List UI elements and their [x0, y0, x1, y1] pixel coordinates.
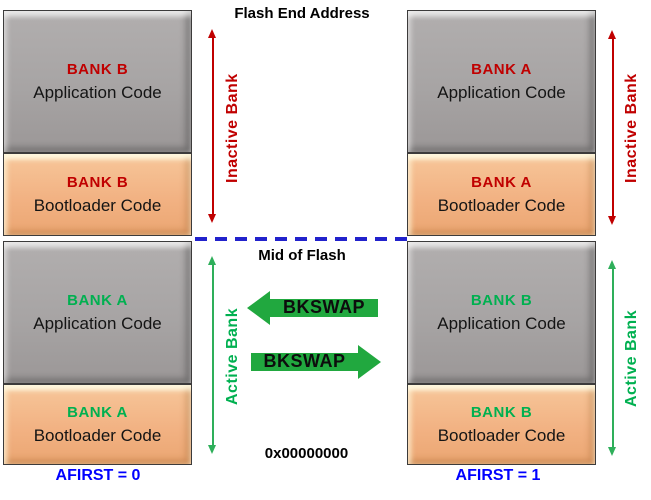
right-inactive-application-box: BANK A Application Code [407, 10, 596, 153]
bank-name-label: BANK B [66, 173, 129, 191]
bank-name-label: BANK A [67, 291, 128, 309]
bank-name-label: BANK B [470, 403, 533, 421]
bank-code-label: Bootloader Code [33, 425, 162, 445]
mid-of-flash-dashed-line [195, 237, 412, 241]
right-inactive-bootloader-box: BANK A Bootloader Code [407, 153, 596, 236]
left-active-bootloader-box: BANK A Bootloader Code [3, 384, 192, 465]
afirst-1-label: AFIRST = 1 [455, 467, 541, 484]
bank-code-label: Application Code [437, 313, 566, 333]
bank-name-label: BANK A [471, 173, 532, 191]
bank-name-label: BANK B [470, 291, 533, 309]
base-address-label: 0x00000000 [264, 445, 349, 462]
bank-code-label: Bootloader Code [33, 195, 162, 215]
left-active-range-arrow [208, 256, 217, 454]
bank-code-label: Application Code [33, 313, 162, 333]
left-inactive-bootloader-box: BANK B Bootloader Code [3, 153, 192, 236]
left-inactive-bank-label: Inactive Bank [224, 73, 241, 183]
right-active-application-box: BANK B Application Code [407, 241, 596, 384]
left-inactive-range-arrow [208, 29, 217, 223]
right-inactive-bank-label: Inactive Bank [623, 73, 640, 183]
bank-name-label: BANK A [67, 403, 128, 421]
flash-end-address-label: Flash End Address [234, 5, 370, 22]
bank-code-label: Application Code [437, 82, 566, 102]
right-active-bank-label: Active Bank [623, 309, 640, 407]
right-inactive-range-arrow [608, 30, 617, 225]
left-inactive-application-box: BANK B Application Code [3, 10, 192, 153]
bank-code-label: Bootloader Code [437, 195, 566, 215]
bkswap-right-arrow: BKSWAP [251, 345, 381, 379]
bkswap-label: BKSWAP [282, 297, 365, 317]
arrow-head-right-icon [358, 345, 381, 379]
arrow-head-left-icon [247, 291, 270, 325]
bank-name-label: BANK A [471, 60, 532, 78]
bkswap-label: BKSWAP [263, 351, 346, 371]
bank-name-label: BANK B [66, 60, 129, 78]
right-active-bootloader-box: BANK B Bootloader Code [407, 384, 596, 465]
mid-of-flash-label: Mid of Flash [258, 247, 346, 264]
right-active-range-arrow [608, 260, 617, 456]
bank-code-label: Bootloader Code [437, 425, 566, 445]
afirst-0-label: AFIRST = 0 [55, 467, 141, 484]
left-active-application-box: BANK A Application Code [3, 241, 192, 384]
left-active-bank-label: Active Bank [224, 307, 241, 405]
bank-code-label: Application Code [33, 82, 162, 102]
bkswap-left-arrow: BKSWAP [247, 291, 378, 325]
